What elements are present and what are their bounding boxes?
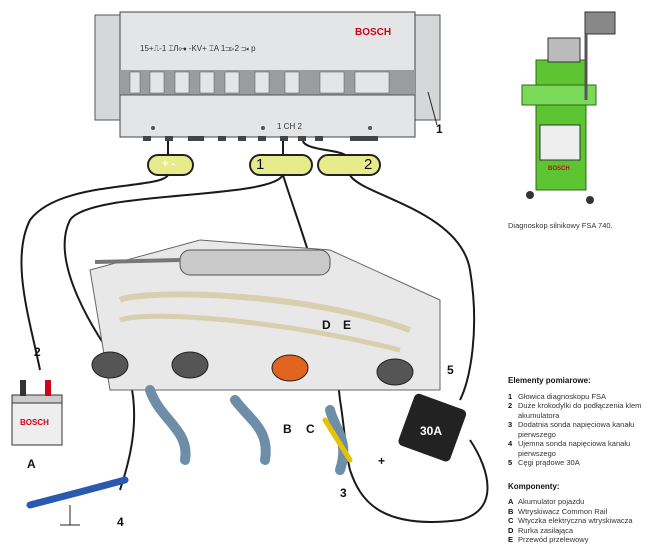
panel-symbols: 15+⎍-1 ⌶Л⊶ -KV+ ⌶A 1⊐⊳2 ⊐◂ p (140, 44, 256, 53)
legend-text: Rurka zasilająca (518, 525, 574, 535)
legend-key: 4 (508, 439, 513, 448)
legend-item: A Akumulator pojazdu (508, 497, 650, 507)
svg-text:BOSCH: BOSCH (548, 166, 570, 172)
callout-e: E (343, 318, 352, 332)
engine (89, 239, 441, 475)
legend-text: Wtryskiwacz Common Rail (518, 506, 608, 516)
components-title: Komponenty: (508, 481, 560, 491)
callout-d: D (322, 318, 331, 332)
callout-2: 2 (34, 345, 41, 359)
legend-key: D (508, 525, 514, 535)
channel-1-plug: 1 (256, 156, 265, 173)
callout-b: B (283, 422, 292, 436)
legend-item: 5 Cęgi prądowe 30A (508, 458, 650, 468)
callout-3: 3 (340, 486, 347, 500)
measuring-title: Elementy pomiarowe: (508, 376, 591, 385)
battery-plug-label: + - (162, 158, 176, 170)
fsa-740-cart: BOSCH (521, 11, 616, 204)
negative-probe (26, 476, 129, 509)
legend: Elementy pomiarowe: 1 Głowica diagnoskopu… (508, 376, 650, 545)
legend-item: 1 Głowica diagnoskopu FSA (508, 392, 650, 402)
legend-item: E Przewód przelewowy (508, 535, 650, 545)
legend-key: 5 (508, 458, 513, 467)
legend-key: A (508, 497, 514, 506)
channel-2-plug: 2 (364, 156, 373, 173)
svg-text:30A: 30A (420, 424, 442, 438)
legend-text: Cęgi prądowe 30A (518, 458, 580, 467)
svg-text:BOSCH: BOSCH (20, 418, 49, 427)
legend-key: E (508, 535, 514, 544)
legend-key: B (508, 506, 514, 516)
battery: BOSCH (11, 380, 63, 446)
fsa-caption: Diagnoskop silnikowy FSA 740. (508, 221, 613, 230)
callout-5: 5 (447, 363, 454, 377)
legend-item: 3 Dodatnia sonda napięciowa kanału pierws… (508, 420, 650, 439)
svg-text:+: + (378, 454, 385, 468)
current-clamp: 30A + (378, 393, 467, 468)
channel-label: 1 CH 2 (277, 122, 302, 131)
legend-item: D Rurka zasilająca (508, 526, 650, 536)
callout-1: 1 (436, 122, 443, 136)
legend-text: Duże krokodylki do podłączenia klem akum… (518, 401, 642, 420)
legend-text: Dodatnia sonda napięciowa kanału pierwsz… (518, 420, 635, 439)
legend-item: B Wtryskiwacz Common Rail (508, 507, 650, 517)
legend-item: 2 Duże krokodylki do podłączenia klem aku… (508, 401, 650, 420)
legend-text: Ujemna sonda napięciowa kanału pierwszeg… (518, 439, 631, 458)
legend-key: 3 (508, 420, 513, 429)
legend-key: 2 (508, 401, 513, 410)
legend-key: C (508, 516, 514, 525)
legend-text: Głowica diagnoskopu FSA (518, 391, 606, 401)
callout-a: A (27, 457, 36, 471)
callout-c: C (306, 422, 315, 436)
positive-probe (322, 417, 353, 463)
legend-item: 4 Ujemna sonda napięciowa kanału pierwsze… (508, 439, 650, 458)
legend-key: 1 (508, 391, 513, 401)
device-brand: BOSCH (355, 27, 392, 38)
plugs (147, 154, 381, 176)
legend-text: Przewód przelewowy (518, 535, 589, 544)
legend-item: C Wtyczka elektryczna wtryskiwacza (508, 516, 650, 526)
legend-text: Akumulator pojazdu (518, 497, 585, 506)
callout-4: 4 (117, 515, 124, 529)
fsa-head (94, 11, 441, 141)
legend-text: Wtyczka elektryczna wtryskiwacza (518, 516, 633, 525)
